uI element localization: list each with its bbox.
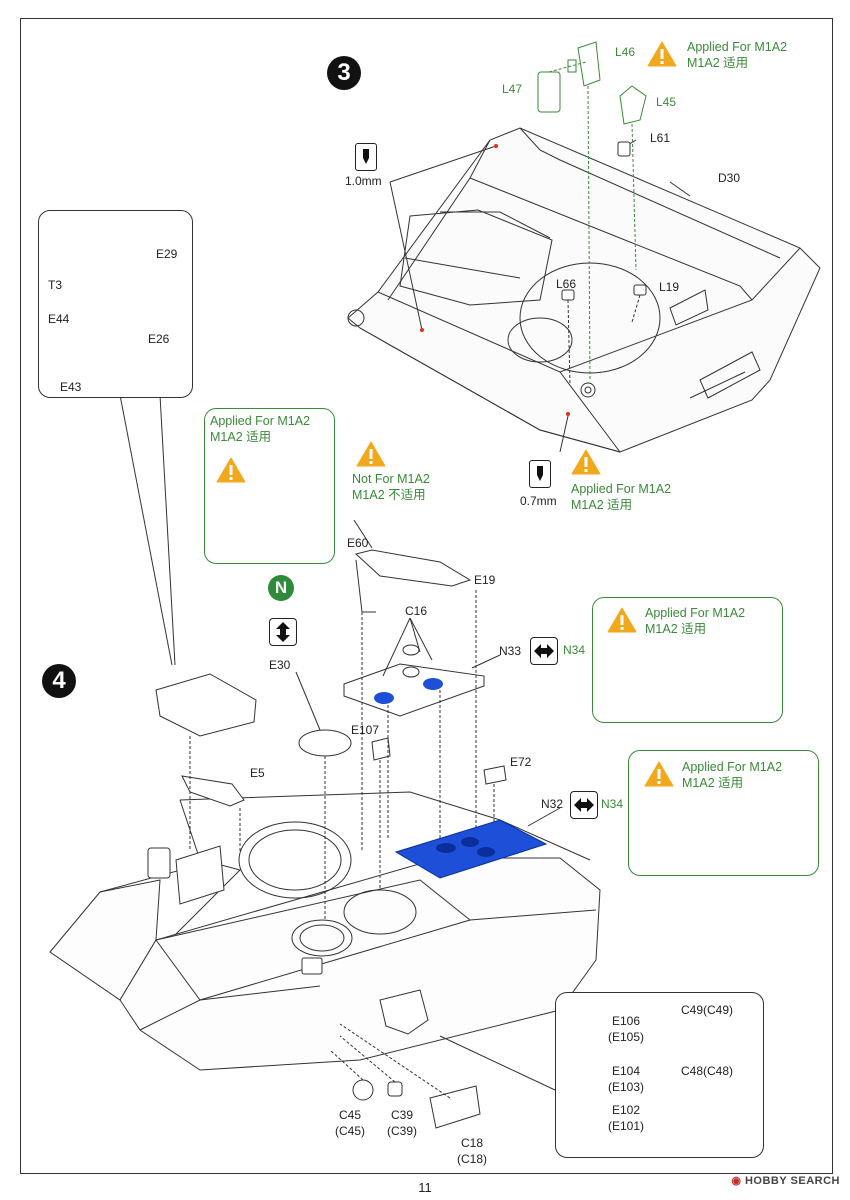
part-label-c16: C16 [405,604,428,618]
watermark-logo-icon: ◉ [731,1175,745,1187]
inset-callout-bottom [555,992,764,1158]
part-label-t3: T3 [48,278,63,292]
step-4-badge: 4 [42,664,76,698]
warning-icon [216,457,246,483]
part-label-n34-upper: N34 [563,643,586,657]
part-label-e43: E43 [60,380,82,394]
warning-icon [644,761,674,787]
part-label-e105: (E105) [608,1030,645,1044]
part-label-e29: E29 [156,247,178,261]
drill-icon [529,460,551,488]
warning-icon [571,449,601,475]
warning-text-cn: M1A2 适用 [682,776,744,790]
n32-blue-plate [394,819,548,879]
warning-text-cn: M1A2 适用 [645,622,707,636]
inset-callout-top [38,210,193,398]
warning-text-en: Applied For M1A2 [645,606,746,620]
flip-icon-e30 [269,618,297,646]
part-label-n34-lower: N34 [601,797,624,811]
warning-text-en: Applied For M1A2 [687,40,788,54]
part-label-e106: E106 [612,1014,641,1028]
hull-glacis [119,857,601,1071]
part-label-l61: L61 [650,131,671,145]
warning-text-en: Applied For M1A2 [571,482,672,496]
page-frame [20,18,833,1174]
swap-icon-n32 [570,791,598,819]
part-label-e44: E44 [48,312,70,326]
warning-text-en: Applied For M1A2 [210,414,311,428]
part-label-e104: E104 [612,1064,641,1078]
part-label-l46: L46 [615,45,636,59]
hull-front-left [49,879,161,1001]
part-label-c49: C49(C49) [681,1003,734,1017]
warning-text-cn: M1A2 不适用 [352,488,426,502]
watermark: ◉ HOBBY SEARCH [731,1174,840,1187]
part-label-d30: D30 [718,171,741,185]
warning-text-en: Not For M1A2 [352,472,430,486]
warning-text-cn: M1A2 适用 [687,56,749,70]
part-label-l47: L47 [502,82,523,96]
part-label-l66: L66 [556,277,577,291]
part-label-e72: E72 [510,755,532,769]
n-badge: N [268,575,294,601]
part-label-c39-alt: (C39) [386,1124,417,1138]
part-label-c18: C18 [460,1136,483,1150]
part-label-e103: (E103) [608,1080,645,1094]
drill-icon [355,143,377,171]
warning-icon [607,607,637,633]
part-label-e19: E19 [474,573,496,587]
warning-text-cn: M1A2 适用 [210,430,272,444]
part-label-e30: E30 [269,658,291,672]
part-label-e107: E107 [351,723,380,737]
part-label-c45: C45 [338,1108,361,1122]
note-panel-turret-ring [204,408,335,564]
part-label-e60: E60 [347,536,369,550]
part-label-e5: E5 [250,766,265,780]
part-label-c45-alt: (C45) [334,1124,365,1138]
step-3-badge: 3 [327,56,361,90]
part-label-c18-alt: (C18) [456,1152,487,1166]
part-label-n32: N32 [541,797,564,811]
drill-size-1mm: 1.0mm [345,174,382,188]
swap-icon-n33 [530,637,558,665]
warning-text-en: Applied For M1A2 [682,760,783,774]
part-label-l45: L45 [656,95,677,109]
warning-text-cn: M1A2 适用 [571,498,633,512]
drill-size-0-7mm: 0.7mm [520,494,557,508]
watermark-text: HOBBY SEARCH [744,1175,840,1187]
part-label-n33: N33 [499,644,522,658]
part-label-e102: E102 [612,1103,641,1117]
page-number: 11 [418,1180,432,1195]
part-label-c48: C48(C48) [681,1064,734,1078]
part-label-e26: E26 [148,332,170,346]
part-label-l19: L19 [659,280,680,294]
warning-icon [647,41,677,67]
warning-icon [356,441,386,467]
part-label-c39: C39 [390,1108,413,1122]
part-label-e101: (E101) [608,1119,645,1133]
